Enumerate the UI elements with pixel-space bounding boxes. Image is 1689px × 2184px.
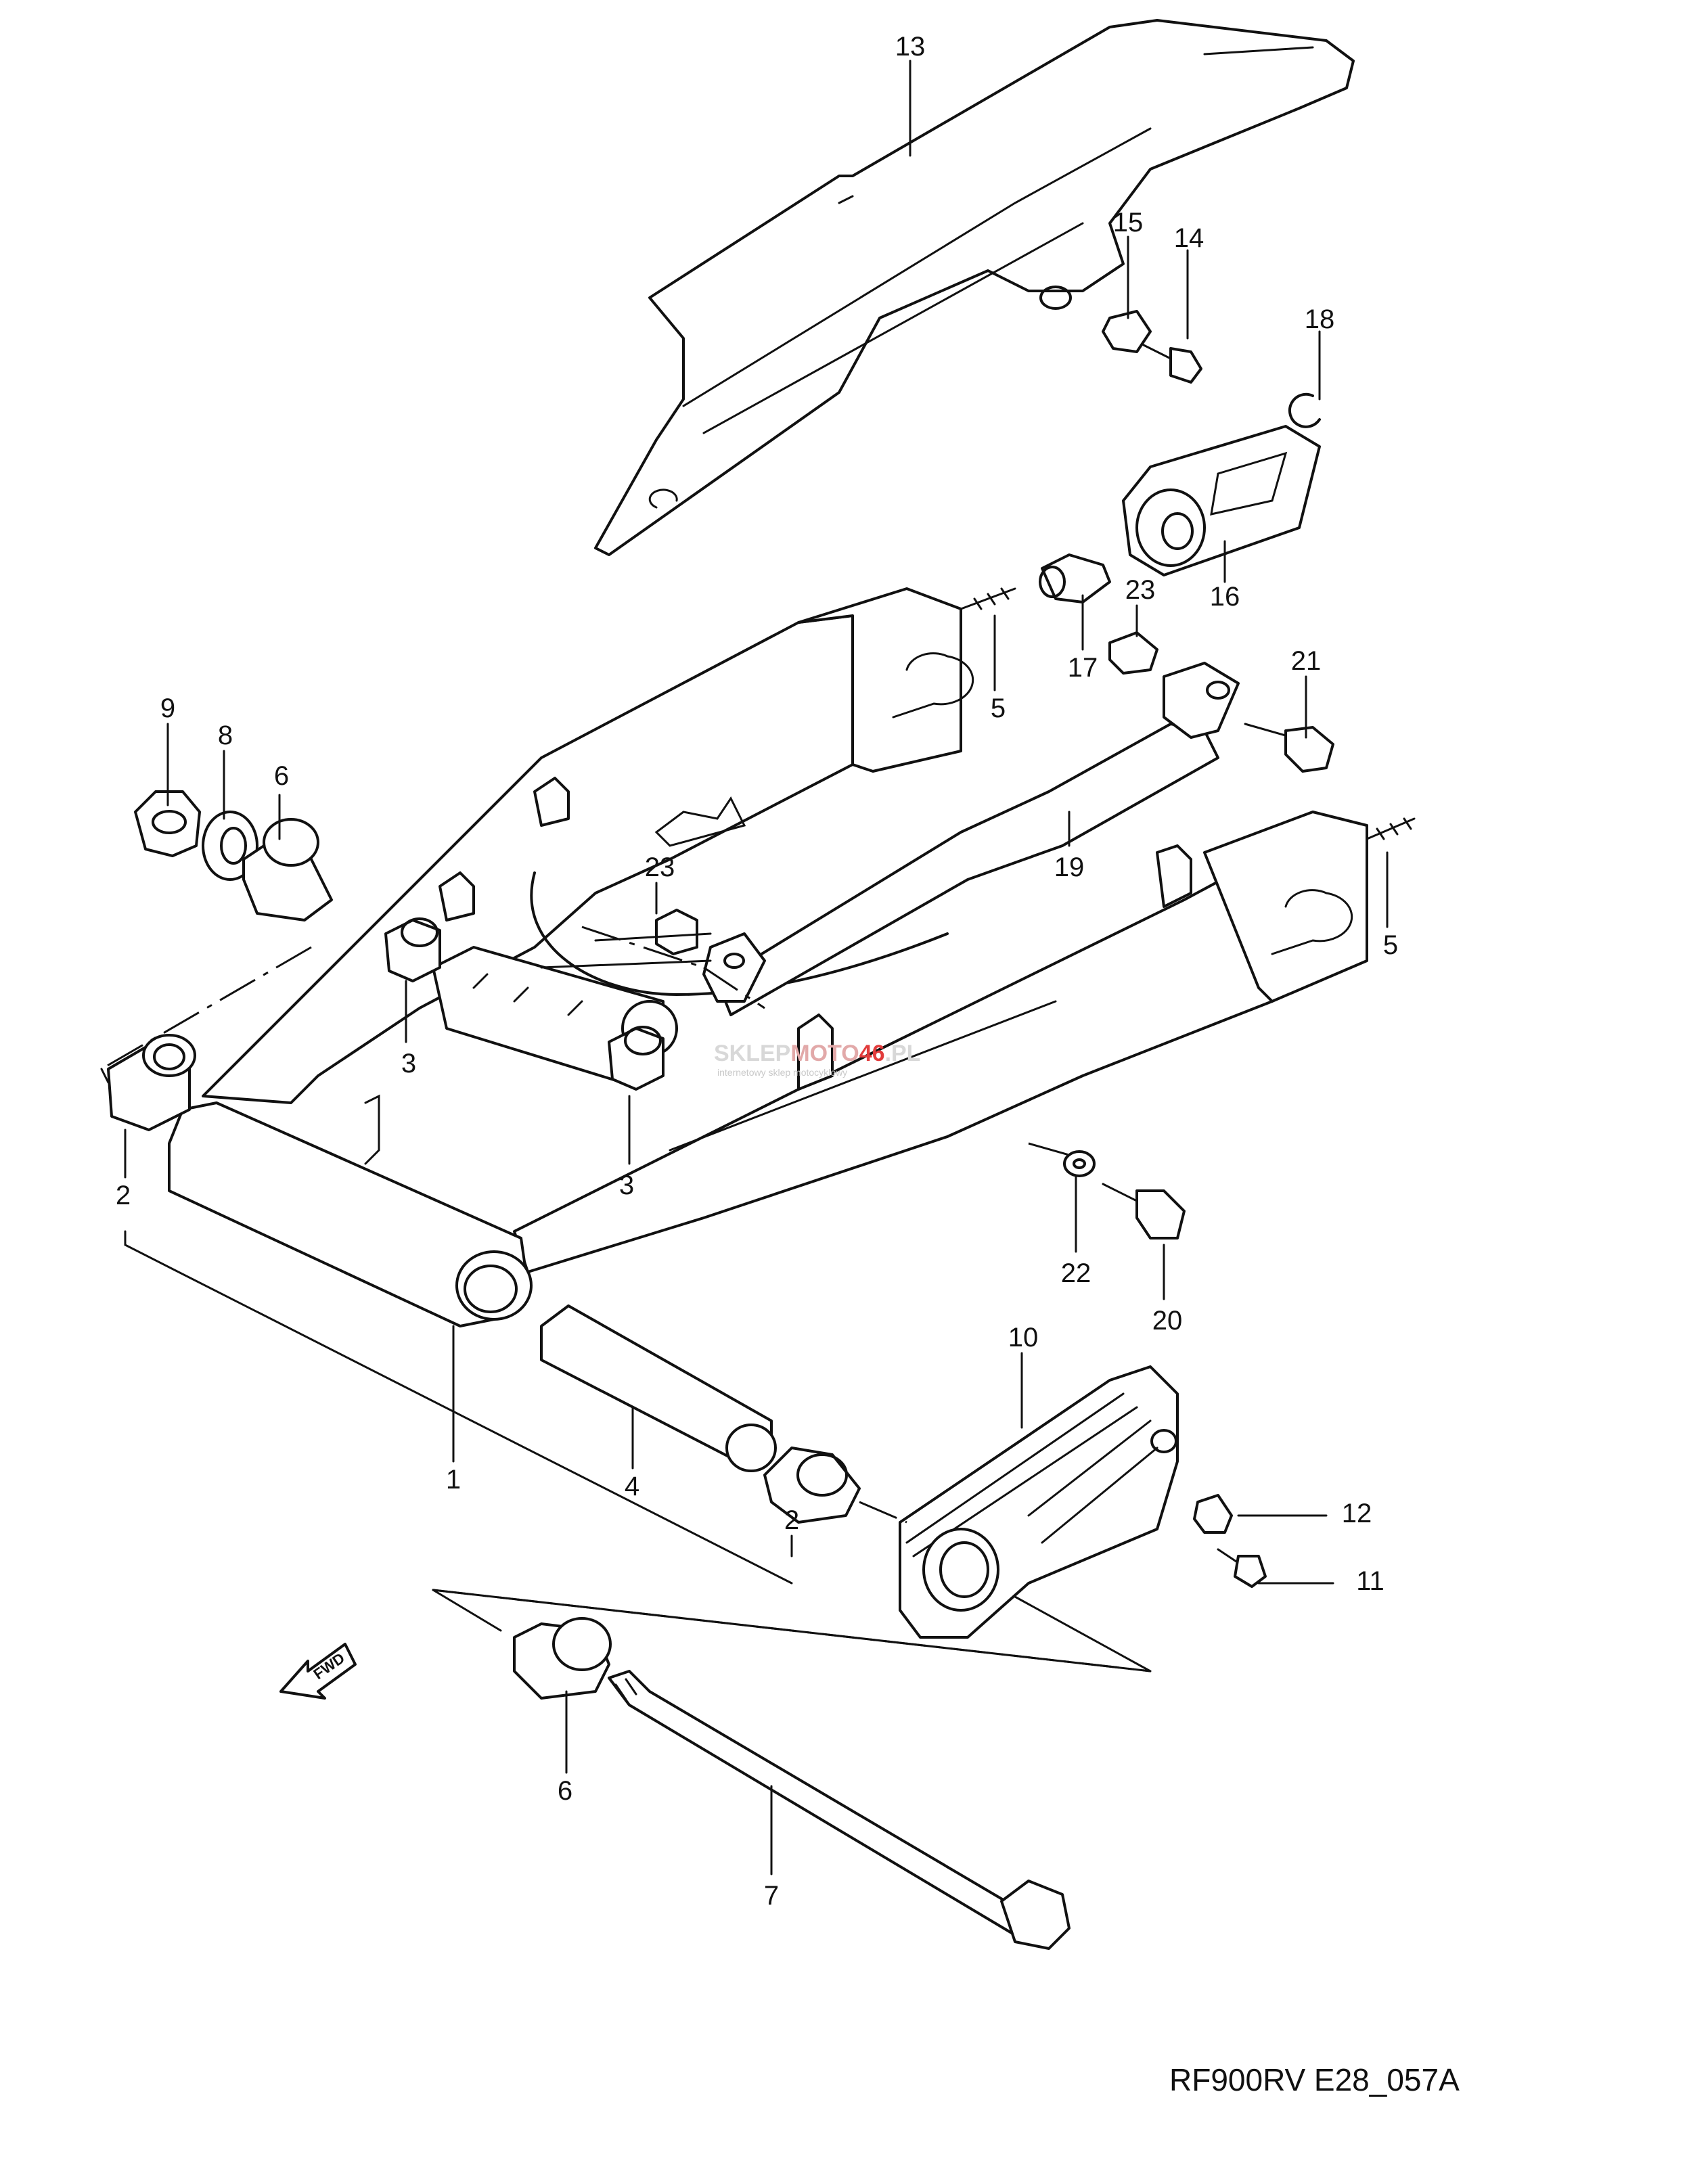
callout-1: 1 [446, 1465, 461, 1495]
callout-21: 21 [1291, 646, 1322, 676]
forward-arrow-icon: FWD [279, 1643, 357, 1700]
bolt-21 [1244, 723, 1334, 773]
watermark-brand-prefix: SKLEP [714, 1041, 790, 1066]
callout-22: 22 [1061, 1258, 1091, 1288]
diagram-code: RF900RV E28_057A [1169, 2062, 1460, 2097]
pivot-shaft [608, 1670, 1071, 1950]
callout-7: 7 [764, 1881, 779, 1911]
callout-3b: 3 [619, 1170, 634, 1200]
callout-2a: 2 [116, 1181, 131, 1210]
assembly-lines [100, 926, 1152, 1673]
needle-bearing-a [384, 917, 441, 982]
chain-guard [594, 19, 1355, 556]
watermark-brand-number: 46 [859, 1041, 885, 1066]
nut-23-lower [655, 909, 698, 955]
nut-15 [1102, 310, 1152, 353]
collar [1193, 1494, 1233, 1534]
nut-23-upper [1108, 631, 1158, 675]
callout-8: 8 [218, 721, 233, 750]
chain-adjuster-bolt-lower [1366, 817, 1416, 840]
callout-20: 20 [1152, 1306, 1183, 1336]
callout-15: 15 [1113, 208, 1144, 237]
bolt-20 [1102, 1183, 1186, 1239]
watermark-brand-mid: MOTO [790, 1041, 859, 1066]
callout-19: 19 [1054, 852, 1085, 882]
callout-9: 9 [160, 693, 175, 723]
callout-23b: 23 [645, 852, 675, 882]
bolt-14 [1142, 344, 1202, 384]
pivot-nut [134, 790, 201, 857]
needle-bearing-b [608, 1026, 665, 1091]
leader-lines [124, 60, 1389, 1875]
chain-case [899, 1365, 1179, 1639]
callout-4: 4 [625, 1472, 639, 1501]
callout-labels: 1 2 2 3 3 4 5 5 6 6 7 8 9 10 11 12 13 14… [116, 32, 1398, 1911]
pivot-spacer-upper [242, 818, 333, 922]
callout-23a: 23 [1125, 575, 1156, 605]
circlip-18 [1288, 392, 1321, 428]
callout-6b: 6 [558, 1776, 572, 1806]
callout-3a: 3 [401, 1049, 416, 1078]
callout-13: 13 [895, 32, 926, 62]
watermark-tagline: internetowy sklep motocyklowy [717, 1067, 847, 1078]
callout-12: 12 [1342, 1499, 1372, 1528]
chain-adjuster-16 [1122, 425, 1321, 576]
pivot-spacer-lower [513, 1617, 612, 1700]
watermark-brand-suffix: .PL [885, 1041, 921, 1066]
chain-adjuster-bolt-upper [960, 587, 1016, 610]
callout-17: 17 [1068, 653, 1098, 683]
callout-18: 18 [1305, 304, 1335, 334]
chain-case-bolt [1217, 1548, 1267, 1588]
svg-text:SKLEPMOTO46.PL: SKLEPMOTO46.PL [714, 1041, 920, 1066]
watermark: SKLEPMOTO46.PL internetowy sklep motocyk… [714, 1041, 920, 1078]
callout-2b: 2 [784, 1505, 799, 1535]
nut-17 [1039, 553, 1111, 604]
swingarm [168, 587, 1368, 1327]
callout-5a: 5 [991, 693, 1006, 723]
callout-5b: 5 [1383, 930, 1398, 960]
washer-22 [1063, 1150, 1096, 1177]
pivot-bushing-right [763, 1447, 861, 1524]
pivot-sleeve [540, 1304, 777, 1472]
callout-14: 14 [1174, 223, 1204, 253]
callout-10: 10 [1008, 1323, 1039, 1352]
callout-11: 11 [1356, 1566, 1384, 1596]
torque-link [702, 662, 1240, 1016]
callout-16: 16 [1210, 582, 1240, 612]
callout-6a: 6 [274, 761, 289, 791]
pivot-bushing-left [107, 1034, 196, 1131]
